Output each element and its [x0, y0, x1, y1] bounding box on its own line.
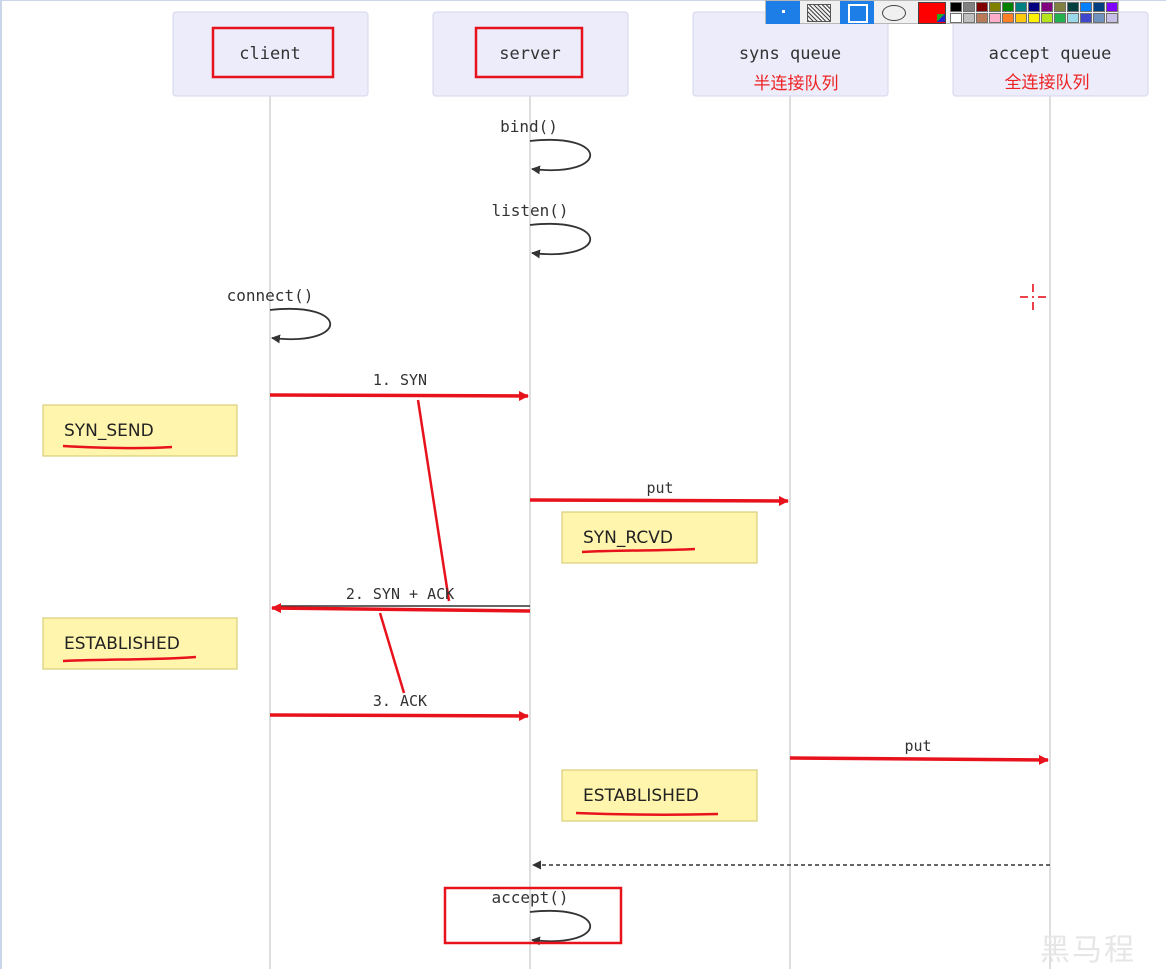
call-label-bind: bind(): [500, 117, 558, 136]
self-loop-listen: [529, 223, 591, 259]
highlight-box-client: [211, 26, 335, 79]
note-label-client-established: ESTABLISHED: [64, 634, 180, 654]
arrow-put-syns: [529, 495, 789, 506]
color-swatch[interactable]: [1067, 13, 1079, 23]
color-swatch[interactable]: [989, 2, 1001, 12]
ellipse-tool-icon[interactable]: [876, 1, 912, 24]
current-color-icon[interactable]: [916, 1, 946, 24]
color-swatch[interactable]: [976, 2, 988, 12]
color-swatch[interactable]: [1080, 13, 1092, 23]
dot-tool-icon[interactable]: [766, 1, 800, 24]
actor-label-client: client: [239, 44, 300, 64]
color-swatch[interactable]: [1002, 2, 1014, 12]
color-swatch[interactable]: [1015, 2, 1027, 12]
color-swatch[interactable]: [950, 13, 962, 23]
underline-client-established: [62, 655, 197, 663]
color-swatch[interactable]: [1041, 2, 1053, 12]
underline-syn-rcvd: [581, 547, 696, 554]
arrow-syn: [269, 390, 529, 401]
color-swatch[interactable]: [1054, 2, 1066, 12]
underline-server-established: [575, 811, 719, 816]
actor-label-syns-queue: syns queue: [739, 44, 841, 64]
actor-box-server: [432, 11, 629, 97]
color-swatch[interactable]: [963, 2, 975, 12]
color-swatch[interactable]: [1002, 13, 1014, 23]
note-box-syn-rcvd: [561, 511, 758, 564]
crosshair-cursor-icon: [1020, 284, 1046, 310]
color-swatch[interactable]: [1093, 13, 1105, 23]
message-label-put-syns: put: [646, 479, 673, 497]
color-swatch[interactable]: [1080, 2, 1092, 12]
message-label-syn-ack: 2. SYN + ACK: [346, 585, 454, 603]
self-loop-accept: [529, 910, 591, 946]
color-swatch[interactable]: [950, 2, 962, 12]
call-label-listen: listen(): [491, 201, 568, 220]
self-loop-connect: [269, 308, 331, 344]
color-swatch[interactable]: [989, 13, 1001, 23]
note-label-syn-rcvd: SYN_RCVD: [583, 528, 673, 548]
color-swatch[interactable]: [963, 13, 975, 23]
highlight-box-server: [474, 26, 584, 79]
color-swatch[interactable]: [1028, 13, 1040, 23]
actor-label-accept-queue: accept queue: [989, 44, 1112, 64]
actor-subtitle-accept-queue: 全连接队列: [1005, 73, 1090, 93]
watermark: 黑马程: [1040, 933, 1136, 968]
actor-label-server: server: [499, 44, 560, 64]
color-swatch[interactable]: [1015, 13, 1027, 23]
color-swatch[interactable]: [1106, 2, 1118, 12]
color-swatch-grid: [950, 1, 1120, 25]
color-swatch[interactable]: [1106, 13, 1118, 23]
color-swatch[interactable]: [1028, 2, 1040, 12]
drawing-toolbar: [765, 0, 1119, 24]
self-loop-bind: [529, 139, 591, 175]
arrow-ack: [269, 710, 529, 721]
message-label-put-accept: put: [904, 737, 931, 755]
underline-syn-send: [62, 444, 173, 450]
color-swatch[interactable]: [1067, 2, 1079, 12]
note-label-syn-send: SYN_SEND: [64, 421, 154, 441]
message-label-syn: 1. SYN: [373, 371, 427, 389]
color-swatch[interactable]: [1041, 13, 1053, 23]
arrow-syn-ack: [271, 603, 531, 614]
color-swatch[interactable]: [1054, 13, 1066, 23]
highlight-box-accept: [443, 886, 623, 945]
rectangle-tool-icon[interactable]: [840, 1, 874, 24]
message-label-ack: 3. ACK: [373, 692, 427, 710]
hatch-fill-icon[interactable]: [802, 1, 836, 24]
color-swatch[interactable]: [1093, 2, 1105, 12]
connector-syn-to-synack: [416, 399, 451, 602]
actor-box-client: [172, 11, 369, 97]
actor-subtitle-syns-queue: 半连接队列: [754, 74, 839, 94]
note-label-server-established: ESTABLISHED: [583, 786, 699, 806]
connector-synack-to-ack: [378, 612, 406, 694]
call-label-accept: accept(): [491, 888, 568, 907]
arrow-put-accept: [789, 754, 1049, 765]
call-label-connect: connect(): [227, 286, 314, 305]
color-swatch[interactable]: [976, 13, 988, 23]
